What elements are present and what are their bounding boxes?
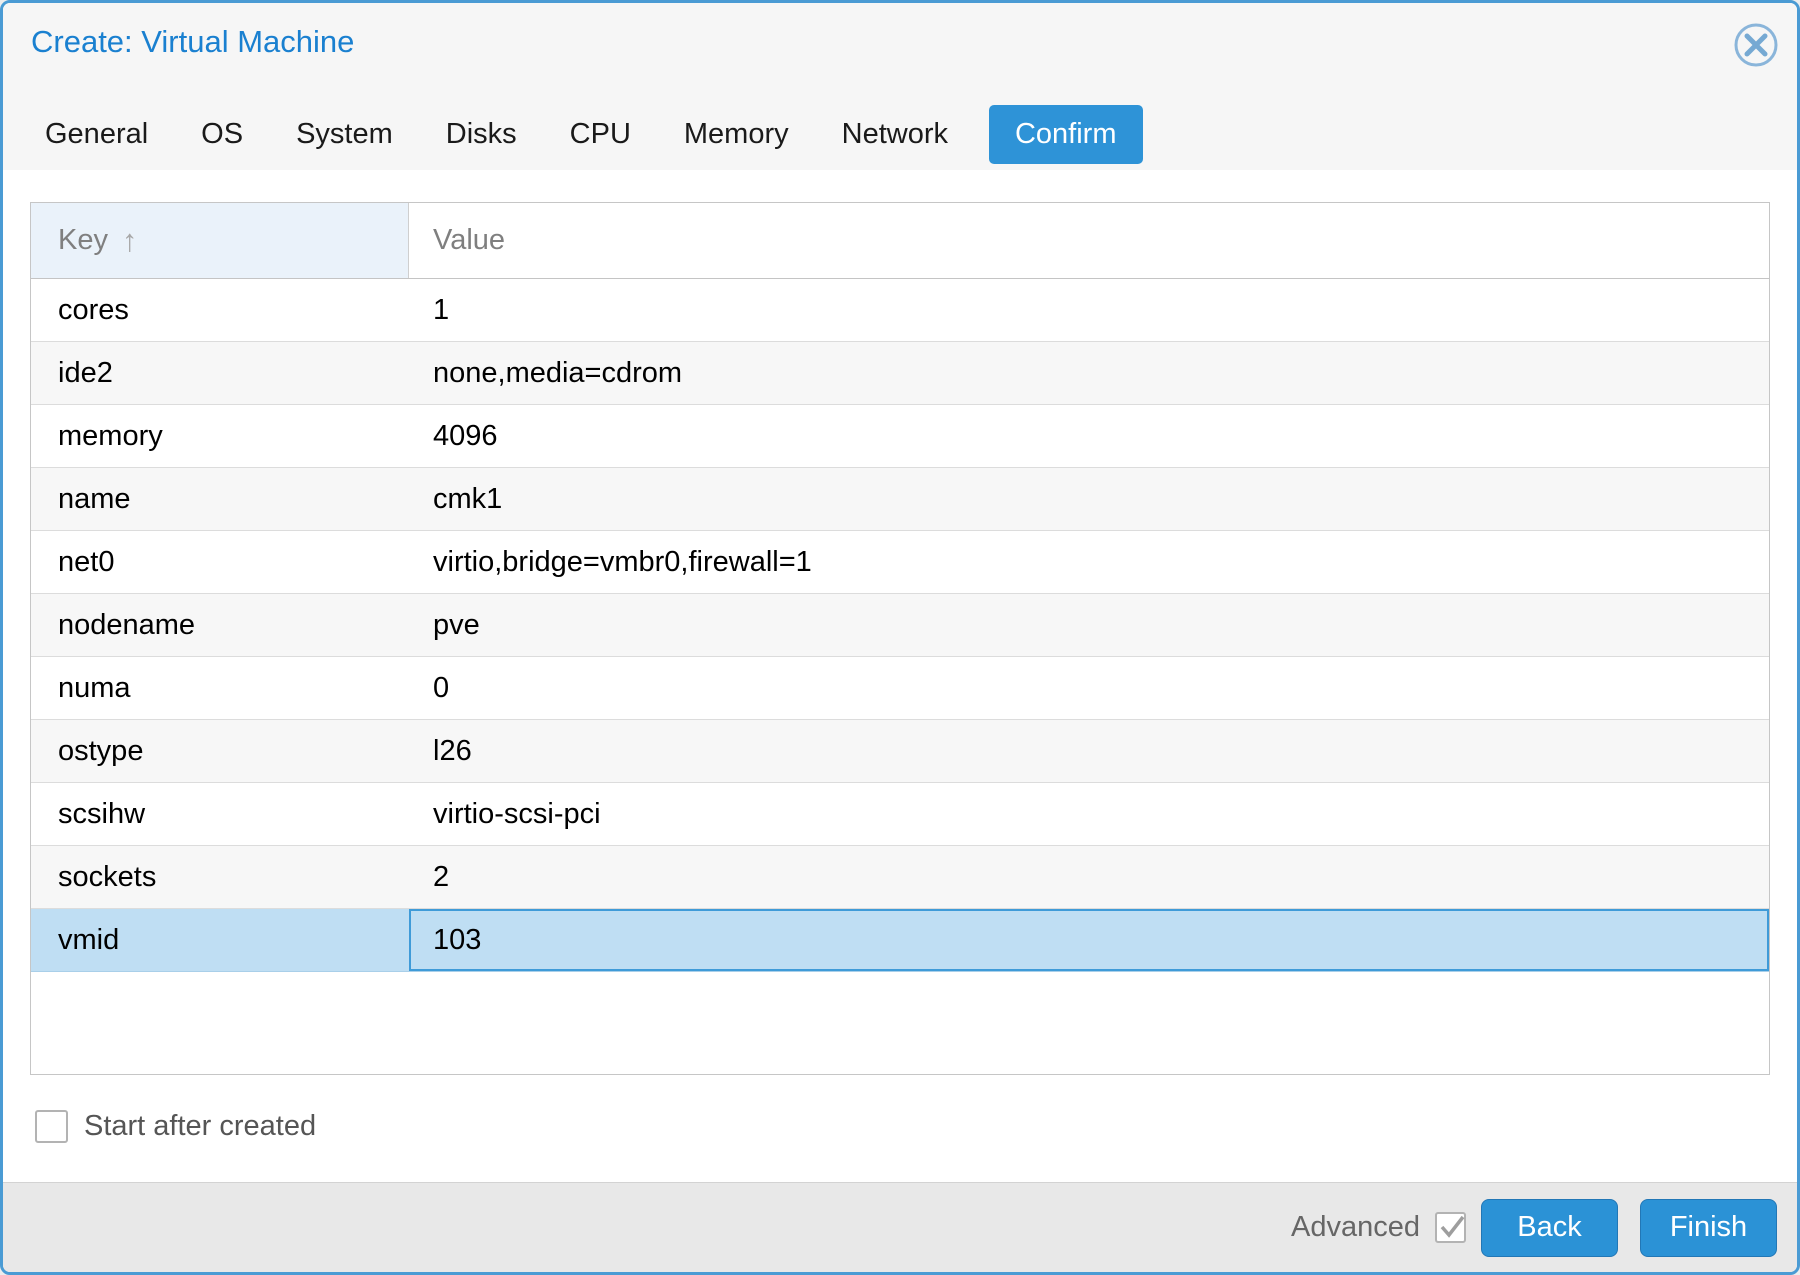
table-row[interactable]: net0 virtio,bridge=vmbr0,firewall=1 [31, 531, 1769, 594]
value-cell: 0 [433, 671, 450, 704]
tab-memory[interactable]: Memory [683, 117, 789, 150]
close-icon[interactable] [1731, 20, 1781, 70]
key-cell: cores [58, 293, 129, 326]
value-cell: 2 [433, 860, 450, 893]
value-cell: l26 [433, 734, 472, 767]
table-row[interactable]: sockets 2 [31, 846, 1769, 909]
start-after-created-checkbox[interactable] [35, 1109, 68, 1143]
column-header-key[interactable]: Key ↑ [31, 203, 409, 278]
tab-os[interactable]: OS [201, 117, 244, 150]
tab-disks[interactable]: Disks [445, 117, 517, 150]
advanced-checkbox[interactable] [1435, 1212, 1466, 1243]
column-header-value-label: Value [433, 224, 506, 256]
column-header-key-label: Key [58, 224, 108, 256]
tab-general[interactable]: General [45, 117, 149, 150]
key-cell: name [58, 482, 131, 515]
key-cell: numa [58, 671, 131, 704]
value-cell: 1 [433, 293, 450, 326]
value-cell: none,media=cdrom [433, 356, 683, 389]
key-cell: net0 [58, 545, 115, 578]
table-row[interactable]: name cmk1 [31, 468, 1769, 531]
key-cell: vmid [58, 923, 120, 956]
key-cell: ostype [58, 734, 144, 767]
tab-system[interactable]: System [296, 117, 393, 150]
finish-button[interactable]: Finish [1640, 1198, 1777, 1257]
dialog-title: Create: Virtual Machine [31, 24, 355, 59]
table-row[interactable]: nodename pve [31, 594, 1769, 657]
value-cell: 4096 [433, 419, 498, 452]
key-cell: scsihw [58, 797, 146, 830]
key-cell: sockets [58, 860, 157, 893]
value-cell: virtio,bridge=vmbr0,firewall=1 [433, 545, 812, 578]
tab-confirm[interactable]: Confirm [988, 104, 1143, 164]
table-row[interactable]: memory 4096 [31, 405, 1769, 468]
dialog-footer: Advanced Back Finish [3, 1182, 1797, 1272]
confirm-settings-table: Key ↑ Value cores 1 ide2 none,media=cdro… [30, 202, 1770, 1075]
table-body: cores 1 ide2 none,media=cdrom memory 409… [31, 279, 1769, 1074]
value-cell: pve [433, 608, 480, 641]
tab-network[interactable]: Network [841, 117, 948, 150]
table-row[interactable]: scsihw virtio-scsi-pci [31, 783, 1769, 846]
key-cell: ide2 [58, 356, 113, 389]
table-row[interactable]: ostype l26 [31, 720, 1769, 783]
tab-bar: General OS System Disks CPU Memory Netwo… [45, 103, 1143, 165]
table-row[interactable]: numa 0 [31, 657, 1769, 720]
tab-cpu[interactable]: CPU [569, 117, 631, 150]
sort-asc-icon: ↑ [121, 223, 138, 258]
table-row[interactable]: cores 1 [31, 279, 1769, 342]
column-header-value[interactable]: Value [409, 203, 1769, 278]
back-button[interactable]: Back [1481, 1198, 1618, 1257]
value-cell: virtio-scsi-pci [433, 797, 601, 830]
value-cell: cmk1 [433, 482, 503, 515]
advanced-label: Advanced [1291, 1211, 1420, 1243]
dialog-header: Create: Virtual Machine General OS Syste… [3, 3, 1797, 170]
table-row[interactable]: ide2 none,media=cdrom [31, 342, 1769, 405]
key-cell: nodename [58, 608, 196, 641]
key-cell: memory [58, 419, 163, 452]
check-icon [1440, 1215, 1465, 1238]
start-after-created-label: Start after created [84, 1109, 317, 1142]
start-after-created-option[interactable]: Start after created [35, 1106, 316, 1146]
value-cell-focused: 103 [409, 909, 1769, 971]
table-row-selected[interactable]: vmid 103 [31, 909, 1769, 972]
table-header-row: Key ↑ Value [31, 203, 1769, 279]
